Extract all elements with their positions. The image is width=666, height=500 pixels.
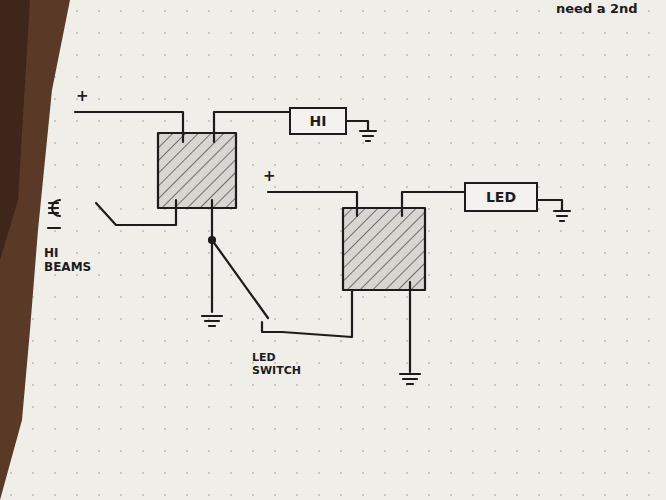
wire-relay1-ground <box>211 200 213 312</box>
wire-hi-ground <box>347 121 368 130</box>
ground-symbol <box>554 211 570 221</box>
wood-table <box>0 0 70 500</box>
polarity-mark: + <box>263 168 283 185</box>
led-switch-lever <box>212 240 268 318</box>
ground-symbol <box>360 131 376 141</box>
load-box: HI <box>289 107 347 135</box>
load-box: LED <box>464 182 538 212</box>
wire-led-ground <box>538 200 562 210</box>
polarity-mark: + <box>76 88 96 105</box>
ground-symbol <box>400 374 420 384</box>
ground-symbol <box>202 316 222 326</box>
load-label: HI <box>310 113 327 129</box>
note-label: LED SWITCH <box>252 352 324 377</box>
wire-relay2-ground <box>409 282 411 372</box>
wire-plus-relay2 <box>268 192 357 216</box>
note-label: HI BEAMS <box>44 247 104 275</box>
wire-relay1-hi <box>214 112 289 142</box>
relay-2 <box>343 208 425 290</box>
wire-ledswitch-relay2 <box>262 282 352 337</box>
headlight-rays <box>48 203 60 228</box>
note-label: need a 2nd <box>556 2 662 17</box>
relay-1 <box>158 133 236 208</box>
wire-hibeams-relay1 <box>96 200 176 225</box>
wire-relay2-led <box>402 192 464 216</box>
wood-shade <box>0 0 30 260</box>
load-label: LED <box>486 189 516 205</box>
wire-plus-relay1 <box>75 112 183 142</box>
